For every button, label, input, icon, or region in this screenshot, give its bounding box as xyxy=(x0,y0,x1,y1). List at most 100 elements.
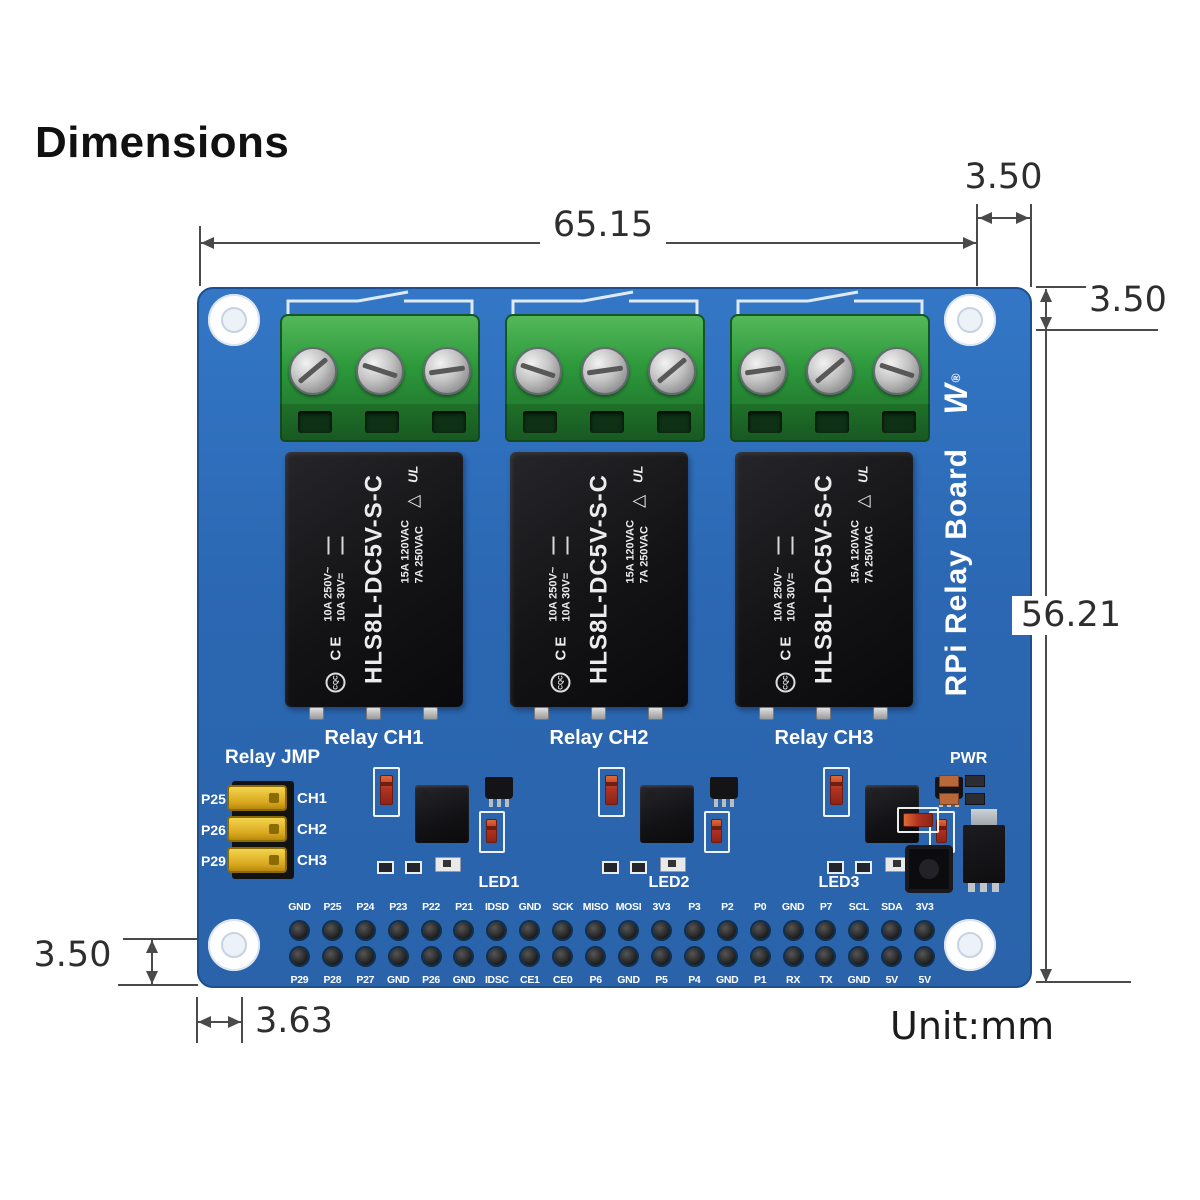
gpio-label: P21 xyxy=(455,901,473,913)
mounting-hole xyxy=(208,919,260,971)
mounting-hole xyxy=(208,294,260,346)
gpio-label: P28 xyxy=(323,974,342,986)
gpio-pin xyxy=(784,948,802,965)
relay-pin xyxy=(759,707,774,720)
relay-ch3-label: Relay CH3 xyxy=(774,727,874,749)
relay-pin xyxy=(816,707,831,720)
screw-terminal-ch1 xyxy=(280,314,480,442)
gpio-pin xyxy=(784,922,802,939)
dimension-arrow xyxy=(963,237,976,249)
extension-line xyxy=(1036,329,1158,331)
terminal-screw xyxy=(581,347,629,395)
jumper-pin-label: P26 xyxy=(201,822,226,838)
rating-line: 10A 250V~ xyxy=(547,566,559,622)
rating-line: 10A 250V~ xyxy=(322,566,334,622)
terminal-screw xyxy=(739,347,787,395)
waveshare-logo-icon: W® xyxy=(933,369,979,419)
rating-line: 7A 250VAC xyxy=(638,526,651,584)
ul-mark: UL xyxy=(855,465,871,483)
dimension-arrow xyxy=(146,940,158,953)
gpio-pin xyxy=(587,922,605,939)
terminal-screw xyxy=(806,347,854,395)
screw-terminal-ch2 xyxy=(505,314,705,442)
mounting-hole xyxy=(944,294,996,346)
dim-edge-offset-label: 3.63 xyxy=(252,1002,348,1041)
silkscreen-trace xyxy=(511,290,699,320)
gpio-label: SDA xyxy=(881,901,903,913)
rating-line: 10A 30V= xyxy=(785,572,798,622)
gpio-pin xyxy=(817,948,835,965)
dimension-arrow xyxy=(979,212,992,224)
gpio-label: P0 xyxy=(754,901,767,913)
gpio-label: P29 xyxy=(290,974,309,986)
gpio-pin xyxy=(323,922,341,939)
gpio-pin xyxy=(685,948,703,965)
ul-mark: UL xyxy=(630,465,646,483)
relay-ch2: CQC CE 10A 250V~ 10A 30V= HLS8L-DC5V-S-C… xyxy=(510,452,688,720)
gpio-pin xyxy=(521,922,539,939)
rating-line: 10A 30V= xyxy=(335,572,348,622)
gpio-label: 5V xyxy=(885,974,899,986)
optocoupler-ic xyxy=(640,785,694,843)
jumper-cap xyxy=(227,847,287,873)
gpio-label: 3V3 xyxy=(915,901,934,913)
resistor xyxy=(380,775,393,805)
terminal-screw xyxy=(289,347,337,395)
led3-label: LED3 xyxy=(818,874,860,891)
gpio-pin xyxy=(389,922,407,939)
gpio-label: GND xyxy=(386,974,410,986)
relay-marks-row: 15A 120VAC 7A 250VAC △ UL xyxy=(850,452,878,707)
silkscreen-box xyxy=(598,767,625,817)
gpio-pin xyxy=(620,948,638,965)
gpio-label: P1 xyxy=(754,974,767,986)
relay-rating-high: 15A 120VAC 7A 250VAC xyxy=(400,520,428,584)
cqc-mark: CQC xyxy=(550,672,571,693)
terminal-wire-slots xyxy=(505,404,705,442)
relay-pin xyxy=(534,707,549,720)
dim-height-label: 56.21 xyxy=(1012,596,1130,635)
terminal-marks xyxy=(552,536,569,555)
silkscreen-box xyxy=(704,811,730,853)
terminal-screw xyxy=(356,347,404,395)
dimension-line xyxy=(151,940,153,984)
voltage-regulator xyxy=(963,825,1005,892)
dimension-line xyxy=(198,1021,241,1023)
gpio-label: P22 xyxy=(422,901,440,913)
jumper-ch-label: CH3 xyxy=(297,852,328,869)
smd-component xyxy=(965,775,985,787)
smd-component xyxy=(405,861,422,874)
relay-model: HLS8L-DC5V-S-C xyxy=(810,473,838,685)
driver-cluster-ch1 xyxy=(371,759,536,887)
gpio-pin xyxy=(718,948,736,965)
relay-print: CQC CE 10A 250V~ 10A 30V= HLS8L-DC5V-S-C… xyxy=(736,452,914,707)
relay-marks-row: 15A 120VAC 7A 250VAC △ UL xyxy=(625,452,653,707)
dim-bottom-offset-label: 3.50 xyxy=(22,936,123,975)
gpio-label: GND xyxy=(847,974,871,986)
board-name-vertical: RPi Relay Board xyxy=(935,417,979,727)
gpio-pin xyxy=(620,922,638,939)
extension-line xyxy=(241,997,243,1043)
relay-model: HLS8L-DC5V-S-C xyxy=(360,473,388,685)
extension-line xyxy=(1036,286,1134,288)
ce-mark: CE xyxy=(777,633,795,661)
terminal-marks xyxy=(327,536,344,555)
gpio-pin xyxy=(488,948,506,965)
gpio-pin xyxy=(356,948,374,965)
screw-terminal-ch3 xyxy=(730,314,930,442)
led2-label: LED2 xyxy=(648,874,690,891)
resistor xyxy=(903,813,933,827)
silkscreen-trace xyxy=(736,290,924,320)
gpio-label: GND xyxy=(288,901,311,913)
unit-label: Unit:mm xyxy=(890,1004,1055,1048)
gpio-pin xyxy=(850,948,868,965)
relay-ch3: CQC CE 10A 250V~ 10A 30V= HLS8L-DC5V-S-C… xyxy=(735,452,914,720)
jumper-pin-label: P25 xyxy=(201,791,226,807)
gpio-pin xyxy=(554,922,572,939)
gpio-pin xyxy=(323,948,341,965)
gpio-pin xyxy=(652,922,670,939)
extension-line xyxy=(976,204,978,286)
gpio-pin xyxy=(422,922,440,939)
